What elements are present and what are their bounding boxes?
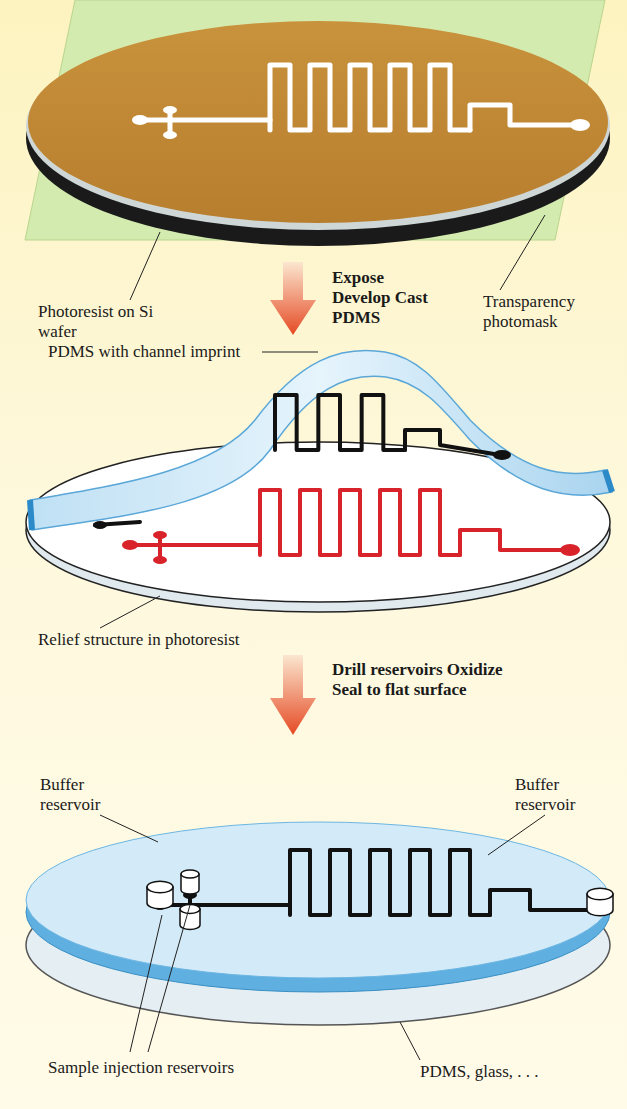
part-label: PDMS with channel imprint [48, 342, 258, 362]
pdms-edge [605, 470, 612, 492]
channel [490, 890, 600, 915]
part-label: Relief structure in photoresist [38, 630, 248, 650]
part-label: Buffer reservoir [515, 775, 605, 815]
channel [260, 490, 460, 555]
leader-line [100, 596, 160, 628]
reservoir-port [163, 131, 177, 139]
channel [290, 850, 490, 915]
part-label: PDMS, glass, . . . [420, 1062, 600, 1082]
reservoir-port [163, 106, 177, 114]
channel [140, 118, 270, 123]
process-step-label: Drill reservoirs Oxidize Seal to flat su… [332, 660, 512, 700]
process-step-label: Expose Develop Cast PDMS [332, 268, 432, 328]
reservoir-port [493, 450, 511, 460]
part-label: Transparency photomask [483, 292, 613, 332]
channel-imprint [275, 395, 511, 460]
channel [275, 395, 405, 450]
pdms-edge [30, 500, 32, 530]
photoresist-layer [28, 21, 608, 223]
channel [460, 530, 570, 555]
leader-line [100, 815, 158, 842]
reservoir-port [560, 544, 580, 556]
leader-line [262, 352, 318, 353]
part-label: Sample injection reservoirs [48, 1058, 298, 1078]
process-arrow [270, 262, 316, 335]
leader-line [400, 1022, 420, 1060]
reservoir-port [570, 119, 590, 131]
leader-line [148, 905, 190, 1052]
leader-line [500, 215, 545, 290]
part-label: Buffer reservoir [40, 775, 130, 815]
channel [270, 65, 470, 130]
pdms-sheet [30, 350, 612, 530]
reservoir-port [122, 540, 138, 550]
channel-pattern [132, 65, 590, 139]
leader-line [130, 232, 160, 300]
reservoir-port [147, 881, 173, 893]
reservoirs [147, 870, 613, 930]
channel [470, 105, 580, 130]
channel [160, 903, 290, 907]
reservoir-port [153, 556, 167, 564]
reservoir-port [153, 531, 167, 539]
process-arrow [270, 655, 316, 735]
leader-line [488, 815, 545, 855]
reservoir-port [93, 521, 107, 529]
reservoir-port [132, 115, 148, 125]
pdms-slab-top [26, 822, 610, 978]
sealed-channels [152, 850, 610, 924]
part-label: Photoresist on Si wafer [38, 302, 168, 342]
channel [405, 430, 500, 455]
leader-line [130, 915, 162, 1052]
reservoir-port [181, 870, 199, 878]
channel [130, 543, 260, 547]
reservoir-port [587, 888, 613, 900]
wafer-rim [26, 22, 610, 230]
